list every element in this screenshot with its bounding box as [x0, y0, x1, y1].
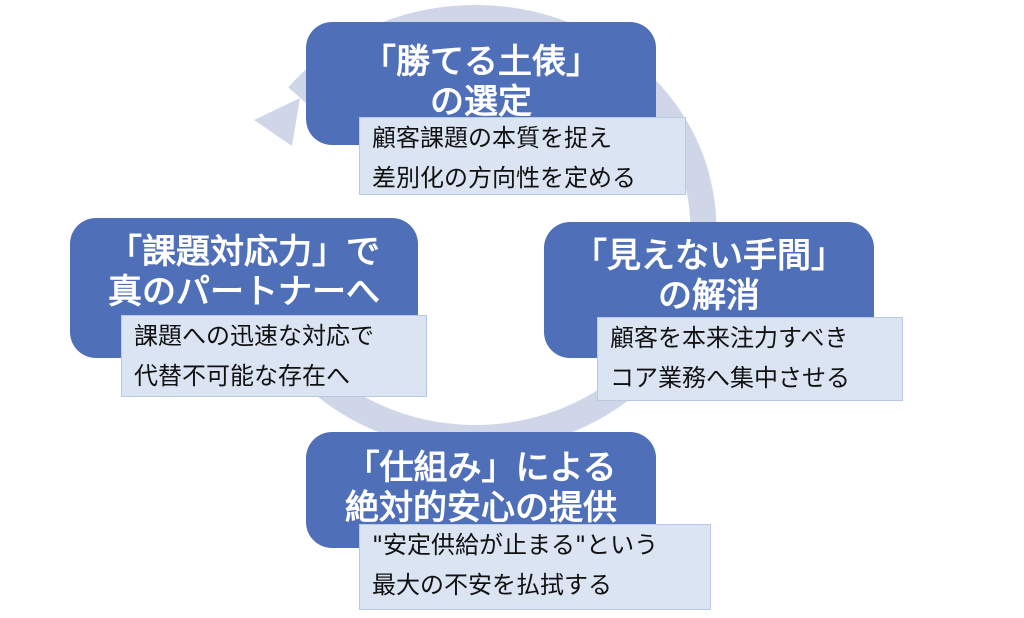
node-title-line: 絶対的安心の提供	[345, 488, 617, 528]
note-line: 最大の不安を払拭する	[372, 571, 612, 599]
node-title-line: の解消	[658, 276, 760, 316]
note-line: 代替不可能な存在へ	[134, 362, 350, 390]
note-absolute-assurance: "安定供給が止まる"という 最大の不安を払拭する	[359, 524, 711, 610]
node-title-line: 「課題対応力」で	[108, 232, 380, 272]
cycle-arrowhead	[254, 98, 300, 146]
node-title-line: 「仕組み」による	[345, 448, 617, 488]
note-line: コア業務へ集中させる	[610, 364, 850, 392]
note-line: 顧客を本来注力すべき	[610, 324, 849, 352]
node-title-line: 「勝てる土俵」	[362, 42, 600, 82]
note-line: 課題への迅速な対応で	[134, 322, 374, 350]
note-winning-field: 顧客課題の本質を捉え 差別化の方向性を定める	[359, 117, 686, 195]
note-true-partner: 課題への迅速な対応で 代替不可能な存在へ	[121, 315, 427, 397]
note-line: 顧客課題の本質を捉え	[372, 124, 612, 152]
node-title-line: の選定	[430, 82, 532, 122]
note-line: 差別化の方向性を定める	[372, 164, 636, 192]
node-title-line: 「見えない手間」	[573, 236, 845, 276]
note-line: "安定供給が止まる"という	[372, 531, 659, 559]
note-hidden-effort: 顧客を本来注力すべき コア業務へ集中させる	[597, 317, 903, 401]
node-title-line: 真のパートナーへ	[108, 272, 380, 312]
